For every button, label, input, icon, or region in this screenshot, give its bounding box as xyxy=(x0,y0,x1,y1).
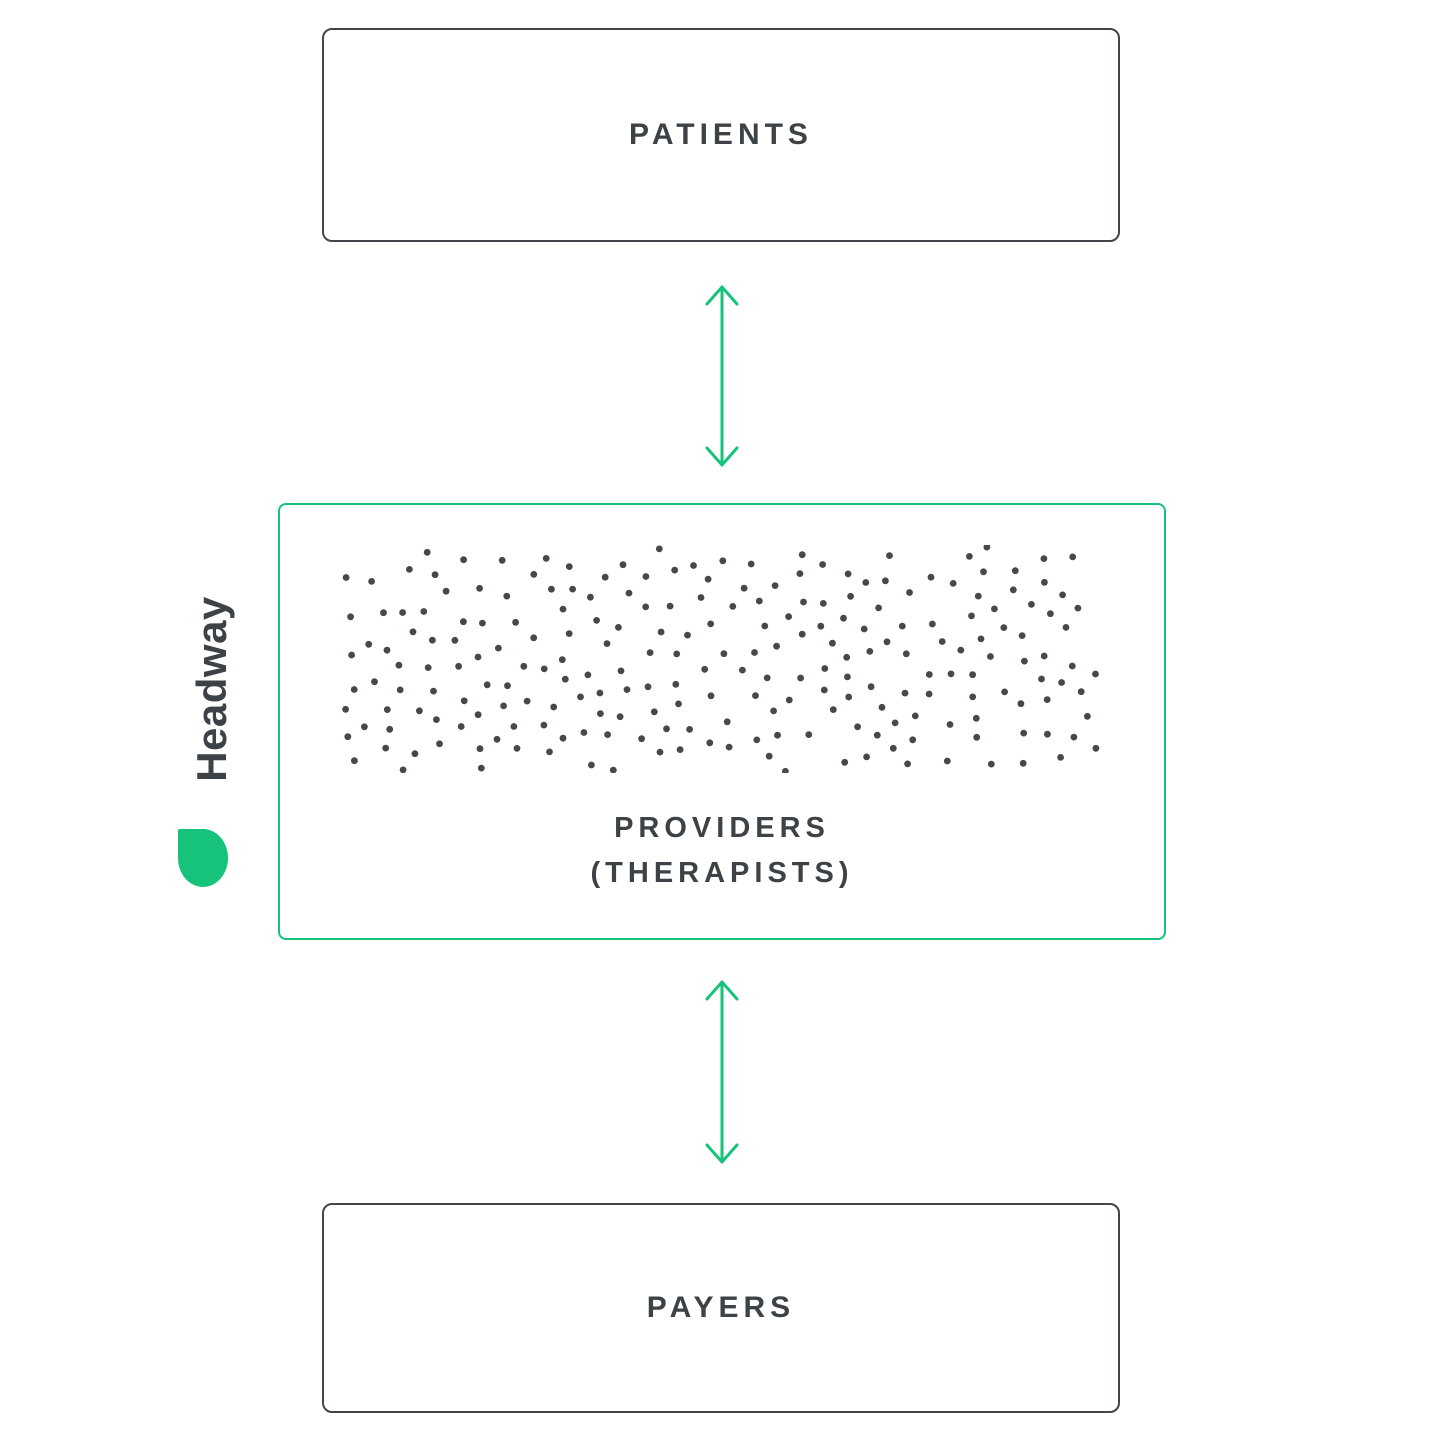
providers-box: PROVIDERS (THERAPISTS) xyxy=(278,503,1166,940)
headway-logo-wordmark: Headway xyxy=(188,596,235,782)
payers-label: PAYERS xyxy=(646,1291,796,1324)
providers-label: PROVIDERS (THERAPISTS) xyxy=(280,806,1164,896)
providers-label-line2: (THERAPISTS) xyxy=(590,857,854,890)
providers-label-line1: PROVIDERS xyxy=(614,812,830,845)
headway-logo-mark-icon xyxy=(178,829,228,887)
arrow-patients-providers xyxy=(705,285,739,467)
provider-dots-cloud xyxy=(342,545,1100,773)
patients-box: PATIENTS xyxy=(322,28,1120,242)
patients-label: PATIENTS xyxy=(629,118,813,151)
payers-box: PAYERS xyxy=(322,1203,1120,1413)
arrow-providers-payers xyxy=(705,980,739,1164)
